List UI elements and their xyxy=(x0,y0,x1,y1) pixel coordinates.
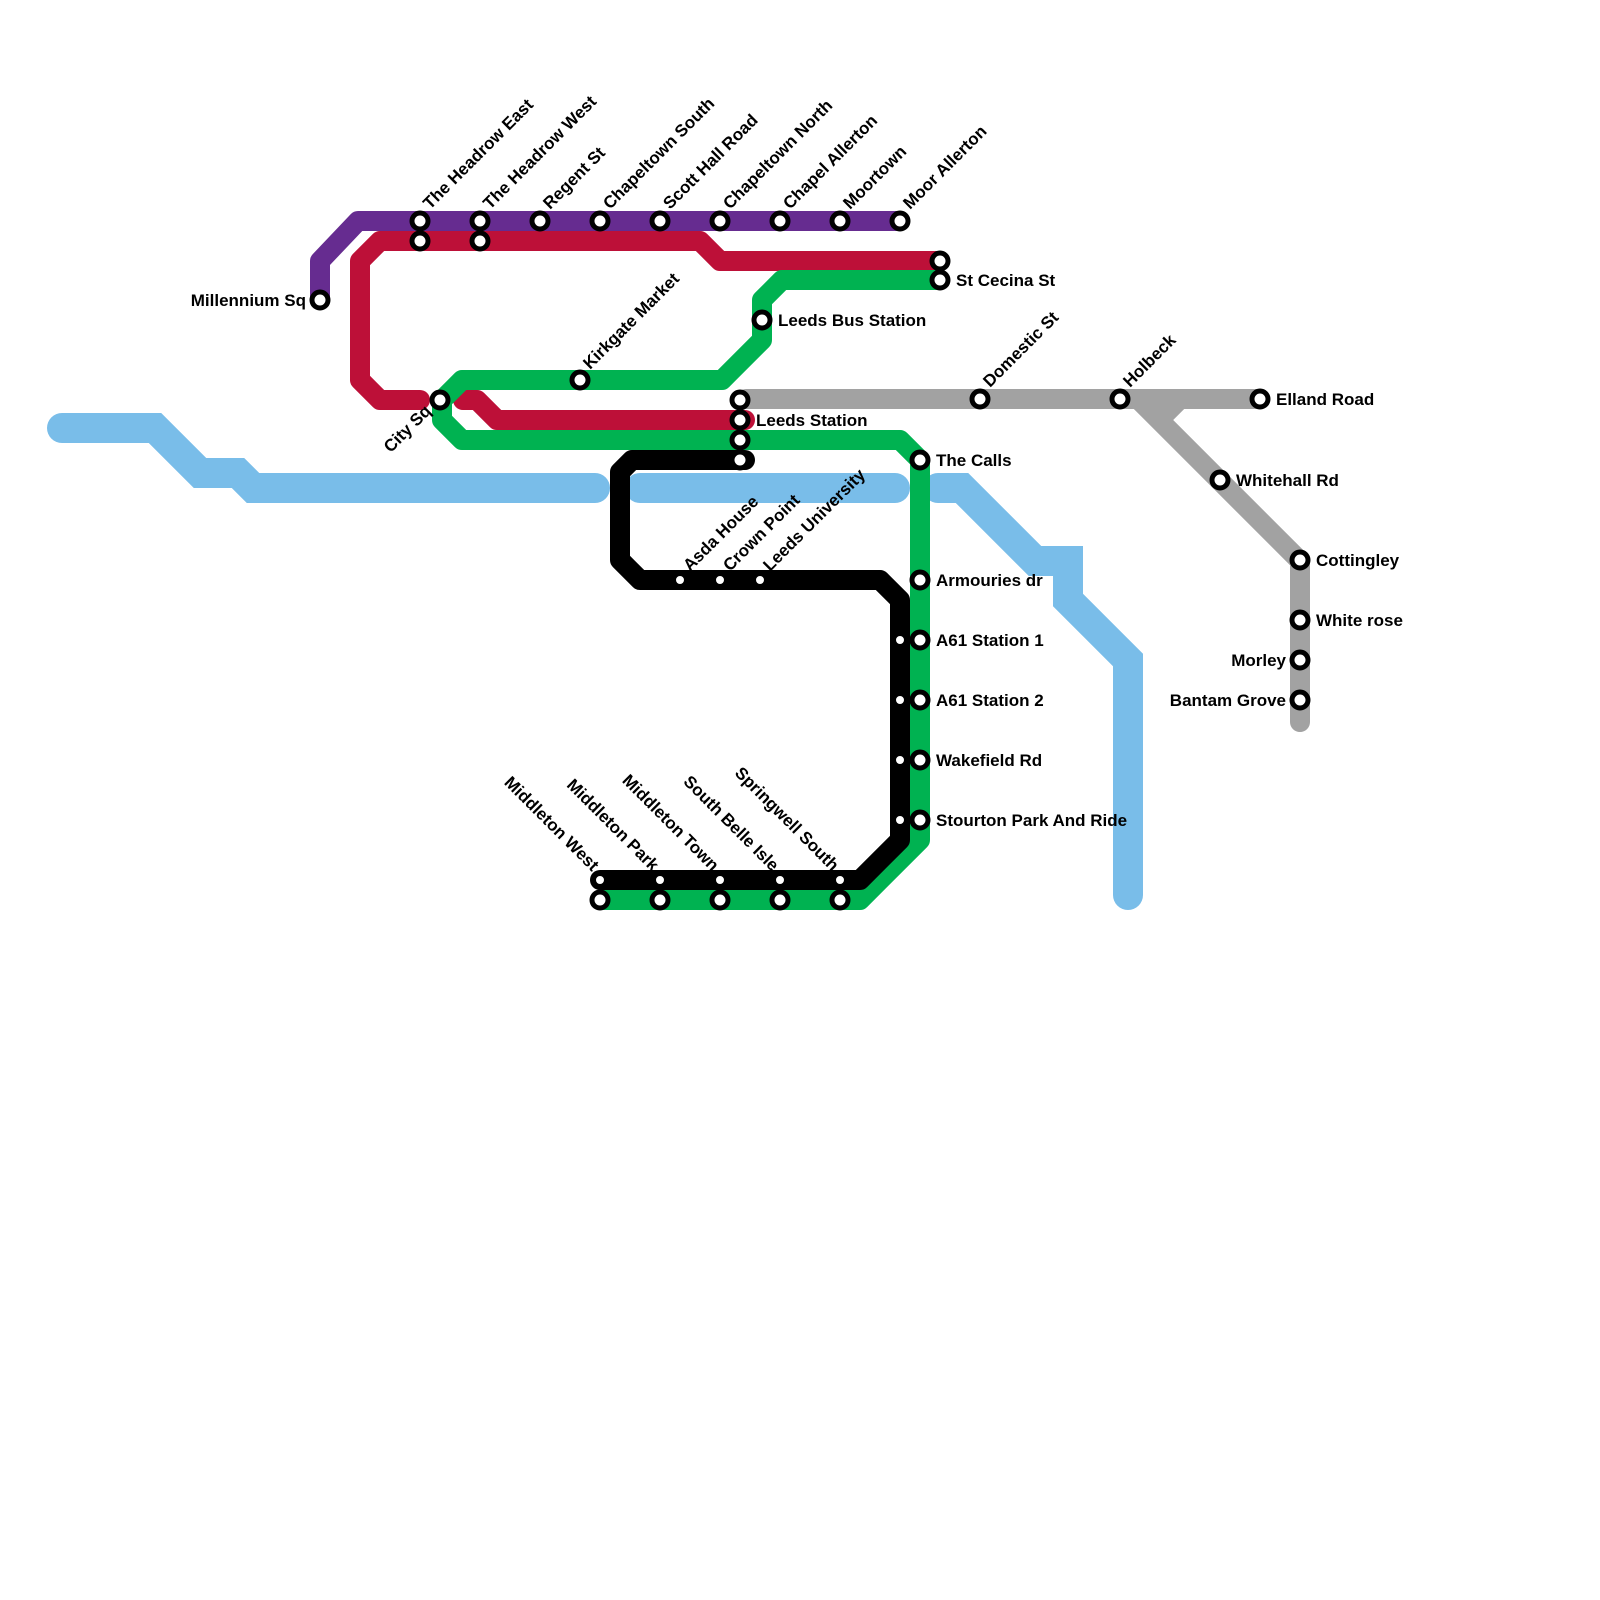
station-regent-st[interactable] xyxy=(529,210,551,232)
label-headrow-west: The Headrow West xyxy=(479,92,600,213)
station-springwell-south-black[interactable] xyxy=(832,872,848,888)
station-elland-road[interactable] xyxy=(1249,388,1271,410)
station-the-calls[interactable] xyxy=(909,449,931,471)
grey-line-spur xyxy=(1150,389,1190,429)
red-line xyxy=(350,231,950,430)
station-st-cecina-green[interactable] xyxy=(929,269,951,291)
label-white-rose: White rose xyxy=(1316,611,1403,630)
station-middleton-park-green[interactable] xyxy=(649,889,671,911)
station-leeds-black[interactable] xyxy=(729,449,751,471)
station-springwell-south-green[interactable] xyxy=(829,889,851,911)
station-middleton-west-green[interactable] xyxy=(589,889,611,911)
stations xyxy=(309,210,1311,911)
station-chapeltown-north[interactable] xyxy=(709,210,731,232)
label-kirkgate-market: Kirkgate Market xyxy=(579,269,683,373)
station-st-cecina-red[interactable] xyxy=(929,250,951,272)
label-a61-station-2: A61 Station 2 xyxy=(936,691,1044,710)
station-a61-1-black[interactable] xyxy=(892,632,908,648)
label-holbeck: Holbeck xyxy=(1119,330,1180,391)
label-headrow-east: The Headrow East xyxy=(419,95,537,213)
station-middleton-town-black[interactable] xyxy=(712,872,728,888)
river-segment-east xyxy=(923,473,1143,910)
station-morley[interactable] xyxy=(1289,649,1311,671)
station-millennium-sq[interactable] xyxy=(309,289,331,311)
station-moortown[interactable] xyxy=(829,210,851,232)
label-chapeltown-south: Chapeltown South xyxy=(599,94,718,213)
label-moor-allerton: Moor Allerton xyxy=(899,122,990,213)
station-stourton-green[interactable] xyxy=(909,809,931,831)
label-morley: Morley xyxy=(1231,651,1286,670)
label-bantam-grove: Bantam Grove xyxy=(1170,691,1286,710)
station-leeds-university[interactable] xyxy=(752,572,768,588)
station-wakefield-rd-black[interactable] xyxy=(892,752,908,768)
grey-line-branch xyxy=(1128,389,1310,732)
station-asda-house[interactable] xyxy=(672,572,688,588)
station-a61-1-green[interactable] xyxy=(909,629,931,651)
station-cottingley[interactable] xyxy=(1289,549,1311,571)
station-a61-2-green[interactable] xyxy=(909,689,931,711)
label-springwell-south: Springwell South xyxy=(731,763,843,875)
station-leeds-green[interactable] xyxy=(729,429,751,451)
station-whitehall-rd[interactable] xyxy=(1209,469,1231,491)
station-white-rose[interactable] xyxy=(1289,609,1311,631)
label-the-calls: The Calls xyxy=(936,451,1012,470)
station-city-sq[interactable] xyxy=(429,389,451,411)
station-scott-hall-road[interactable] xyxy=(649,210,671,232)
station-leeds-red[interactable] xyxy=(729,409,751,431)
station-armouries-dr[interactable] xyxy=(909,569,931,591)
red-line-south xyxy=(453,390,755,430)
station-leeds-bus-station[interactable] xyxy=(751,309,773,331)
label-cottingley: Cottingley xyxy=(1316,551,1400,570)
station-south-belle-isle-black[interactable] xyxy=(772,872,788,888)
station-moor-allerton[interactable] xyxy=(889,210,911,232)
station-crown-point[interactable] xyxy=(712,572,728,588)
label-st-cecina-st: St Cecina St xyxy=(956,271,1056,290)
station-headrow-east-purple[interactable] xyxy=(409,210,431,232)
station-kirkgate-market[interactable] xyxy=(569,369,591,391)
station-bantam-grove[interactable] xyxy=(1289,689,1311,711)
station-stourton-black[interactable] xyxy=(892,812,908,828)
purple-line xyxy=(310,211,910,310)
station-chapeltown-south[interactable] xyxy=(589,210,611,232)
label-millennium-sq: Millennium Sq xyxy=(191,291,306,310)
station-chapel-allerton[interactable] xyxy=(769,210,791,232)
label-chapeltown-north: Chapeltown North xyxy=(719,96,836,213)
red-line-north xyxy=(350,231,950,410)
station-middleton-west-black[interactable] xyxy=(592,872,608,888)
station-middleton-town-green[interactable] xyxy=(709,889,731,911)
label-wakefield-rd: Wakefield Rd xyxy=(936,751,1042,770)
label-elland-road: Elland Road xyxy=(1276,390,1374,409)
station-headrow-west-purple[interactable] xyxy=(469,210,491,232)
station-holbeck[interactable] xyxy=(1109,388,1131,410)
label-whitehall-rd: Whitehall Rd xyxy=(1236,471,1339,490)
station-leeds-grey[interactable] xyxy=(729,389,751,411)
label-domestic-st: Domestic St xyxy=(979,308,1062,391)
station-middleton-park-black[interactable] xyxy=(652,872,668,888)
river xyxy=(47,413,1143,910)
label-leeds-bus-station: Leeds Bus Station xyxy=(778,311,926,330)
station-domestic-st[interactable] xyxy=(969,388,991,410)
station-wakefield-rd-green[interactable] xyxy=(909,749,931,771)
label-stourton-park: Stourton Park And Ride xyxy=(936,811,1127,830)
station-headrow-west-red[interactable] xyxy=(469,230,491,252)
black-line xyxy=(590,450,910,890)
label-a61-station-1: A61 Station 1 xyxy=(936,631,1044,650)
label-leeds-station: Leeds Station xyxy=(756,411,867,430)
station-headrow-east-red[interactable] xyxy=(409,230,431,252)
river-segment-west xyxy=(47,413,610,503)
station-a61-2-black[interactable] xyxy=(892,692,908,708)
station-south-belle-isle-green[interactable] xyxy=(769,889,791,911)
label-armouries-dr: Armouries dr xyxy=(936,571,1043,590)
